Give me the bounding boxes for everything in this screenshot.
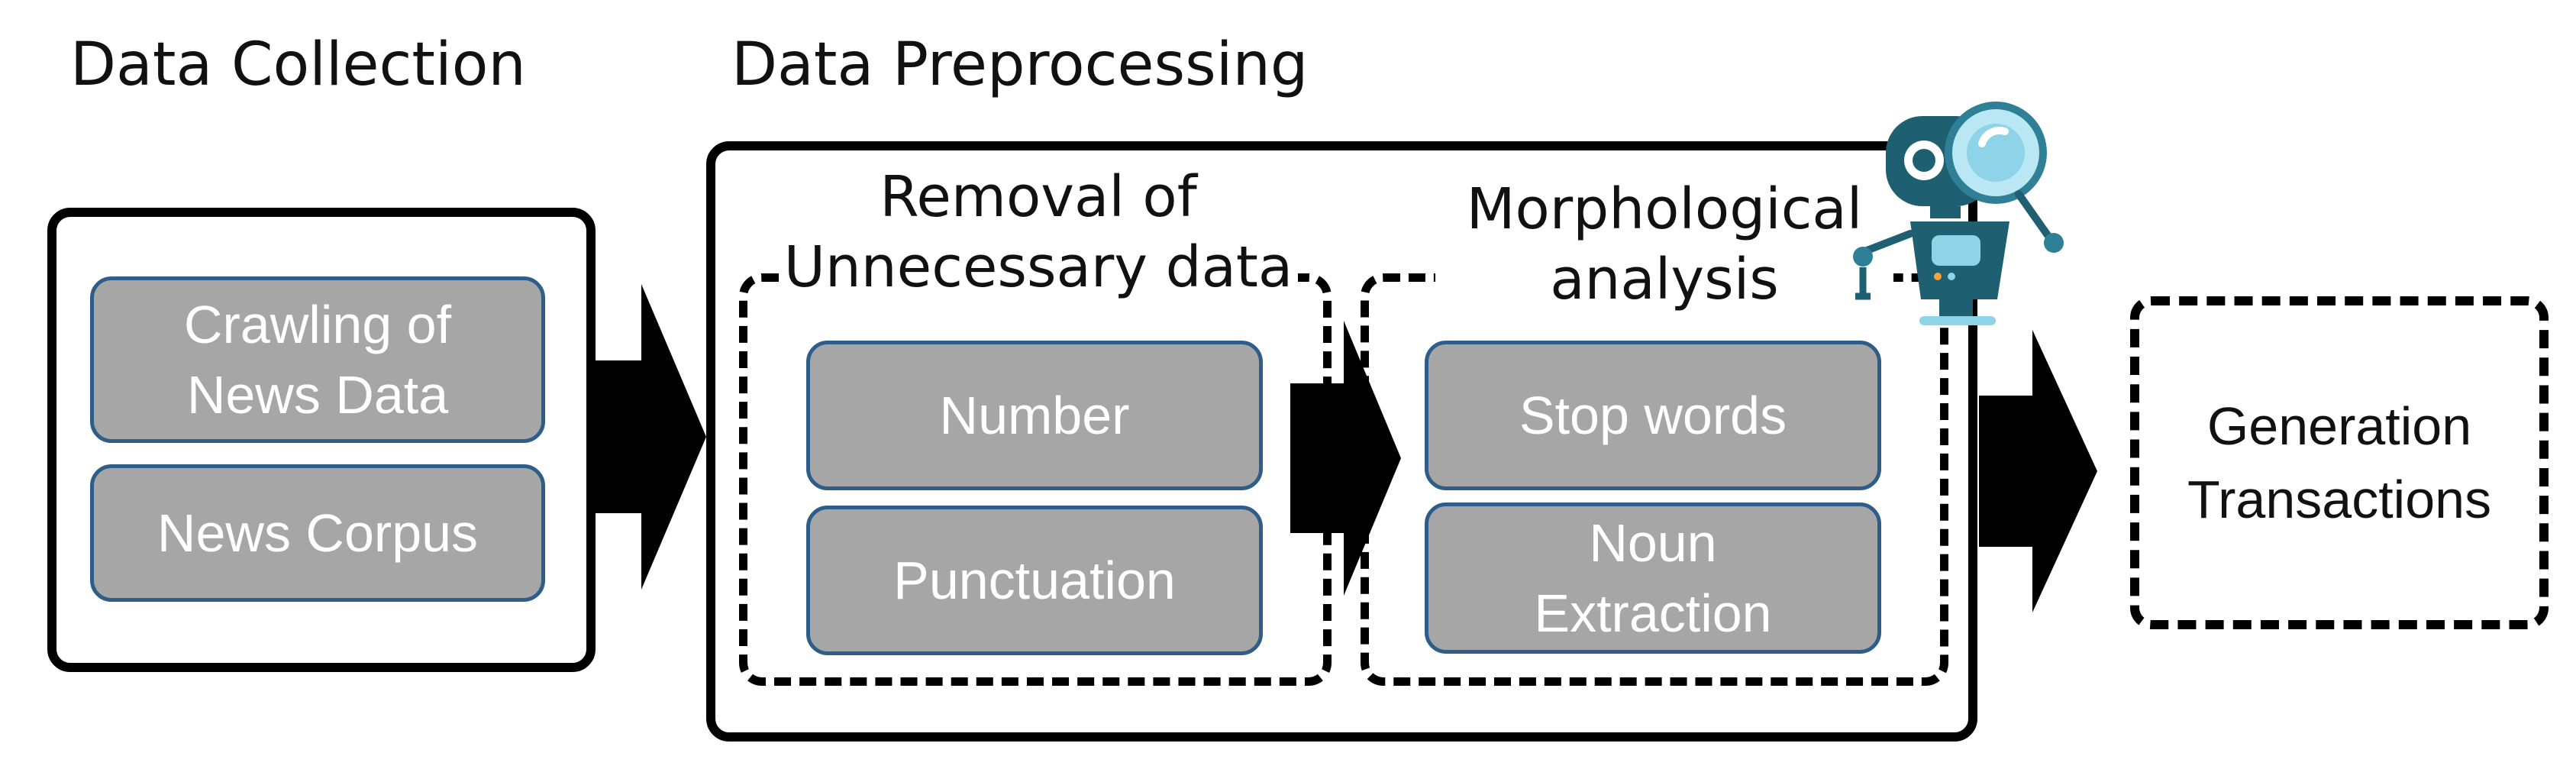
noun-extraction-line2: Extraction [1534, 583, 1772, 643]
morphological-group-title: Morphological analysis [1435, 174, 1893, 315]
data-collection-title: Data Collection [70, 31, 526, 99]
number-label: Number [939, 386, 1130, 445]
crawling-line1: Crawling of [183, 295, 452, 354]
robot-mascot-icon [1853, 102, 2064, 325]
noun-extraction-line1: Noun [1589, 513, 1717, 573]
removal-title-line1: Removal of [880, 164, 1197, 230]
noun-extraction-box: Noun Extraction [1425, 502, 1881, 654]
stop-words-box: Stop words [1425, 341, 1881, 490]
crawling-line2: News Data [186, 365, 449, 425]
morphological-title-line1: Morphological [1466, 176, 1863, 242]
arrow-right-icon [1979, 330, 2097, 612]
generation-line1: Generation [2206, 396, 2472, 456]
data-preprocessing-title: Data Preprocessing [731, 31, 1309, 99]
news-corpus-label: News Corpus [157, 503, 479, 563]
removal-title-line2: Unnecessary data [783, 234, 1293, 300]
generation-line2: Transactions [2187, 470, 2492, 529]
crawling-news-data-box: Crawling of News Data [90, 276, 545, 443]
news-corpus-box: News Corpus [90, 464, 545, 602]
number-box: Number [806, 341, 1263, 490]
data-collection-panel [47, 208, 596, 672]
punctuation-box: Punctuation [806, 506, 1263, 655]
stop-words-label: Stop words [1519, 386, 1787, 445]
morphological-title-line2: analysis [1550, 247, 1779, 312]
arrow-right-icon [588, 284, 706, 590]
generation-transactions-box: Generation Transactions [2130, 296, 2549, 629]
punctuation-label: Punctuation [893, 551, 1176, 610]
removal-group-title: Removal of Unnecessary data [779, 162, 1298, 302]
arrow-right-icon [1290, 321, 1401, 596]
data-preprocessing-panel [706, 141, 1977, 742]
